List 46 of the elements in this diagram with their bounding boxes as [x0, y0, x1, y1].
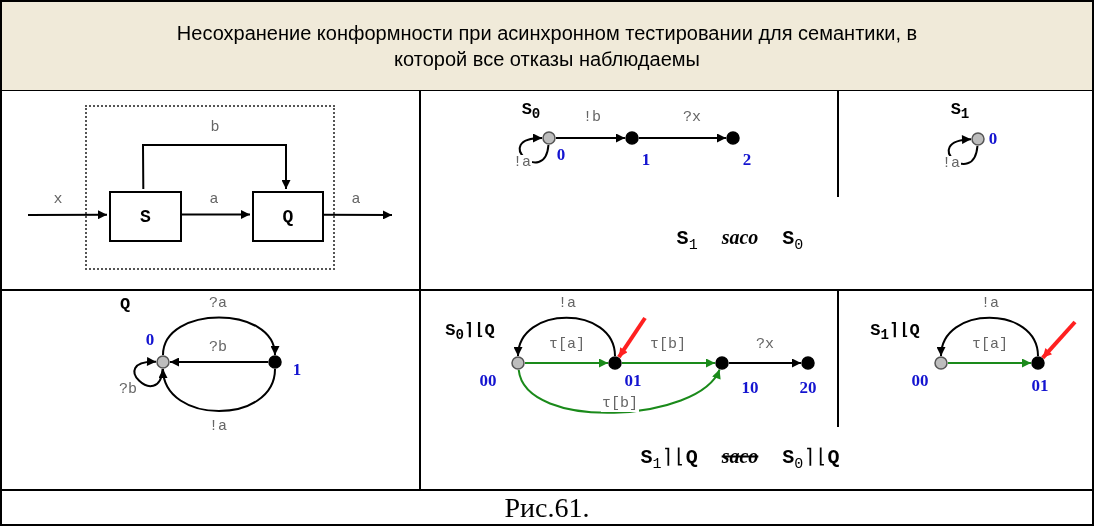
arrow	[133, 357, 164, 387]
arrow	[179, 210, 251, 219]
system-boundary	[85, 105, 335, 270]
arrow	[555, 133, 626, 143]
state-number: 01	[624, 372, 642, 390]
arrow	[27, 210, 108, 220]
arrow	[728, 358, 802, 368]
automaton-name: Q	[119, 296, 131, 314]
state-number: 1	[641, 151, 651, 169]
state-number: 01	[1031, 377, 1049, 395]
pointer-arrow	[1041, 320, 1077, 360]
state-number: 20	[799, 379, 817, 397]
arrow	[515, 316, 616, 357]
arrow	[160, 368, 276, 412]
arrow	[524, 358, 609, 368]
state-number: 0	[145, 331, 155, 349]
state-number: 10	[741, 379, 759, 397]
automaton-name: S$_{1}$⌉⌊Q	[870, 321, 920, 345]
arrow	[162, 316, 278, 356]
arrow	[169, 357, 269, 367]
arrow	[142, 144, 291, 190]
automaton-name: S$_{1}$	[950, 100, 970, 124]
relation-formula: S$_{1}$⌉⌊Q saco S$_{0}$⌉⌊Q	[640, 443, 840, 473]
relation-formula: S$_{1}$ saco S$_{0}$	[676, 226, 804, 254]
block-box: Q	[252, 191, 324, 242]
state-number: 0	[556, 146, 566, 164]
state-number: 0	[988, 130, 998, 148]
arrow	[947, 358, 1032, 368]
state-number: 00	[479, 372, 497, 390]
pointer-arrow	[617, 316, 647, 359]
figure-caption: Рис.61.	[503, 492, 591, 524]
state-number: 1	[292, 361, 302, 379]
state-number: 00	[911, 372, 929, 390]
arrow	[947, 135, 979, 165]
title-bar: Несохранение конформности при асинхронном тестировании для семантики, в которой все отказы наблюдаемы	[2, 2, 1092, 90]
arrow	[938, 316, 1039, 357]
edge-label: τ[b]	[601, 396, 639, 412]
automaton-name: S$_{0}$	[521, 100, 541, 124]
arrow	[321, 210, 393, 220]
arrow	[518, 134, 550, 164]
block-box: S	[109, 191, 182, 242]
automaton-name: S$_{0}$⌉⌊Q	[445, 321, 495, 345]
arrow	[638, 133, 727, 143]
arrow	[621, 358, 716, 368]
arrow	[517, 368, 721, 414]
state-number: 2	[742, 151, 752, 169]
